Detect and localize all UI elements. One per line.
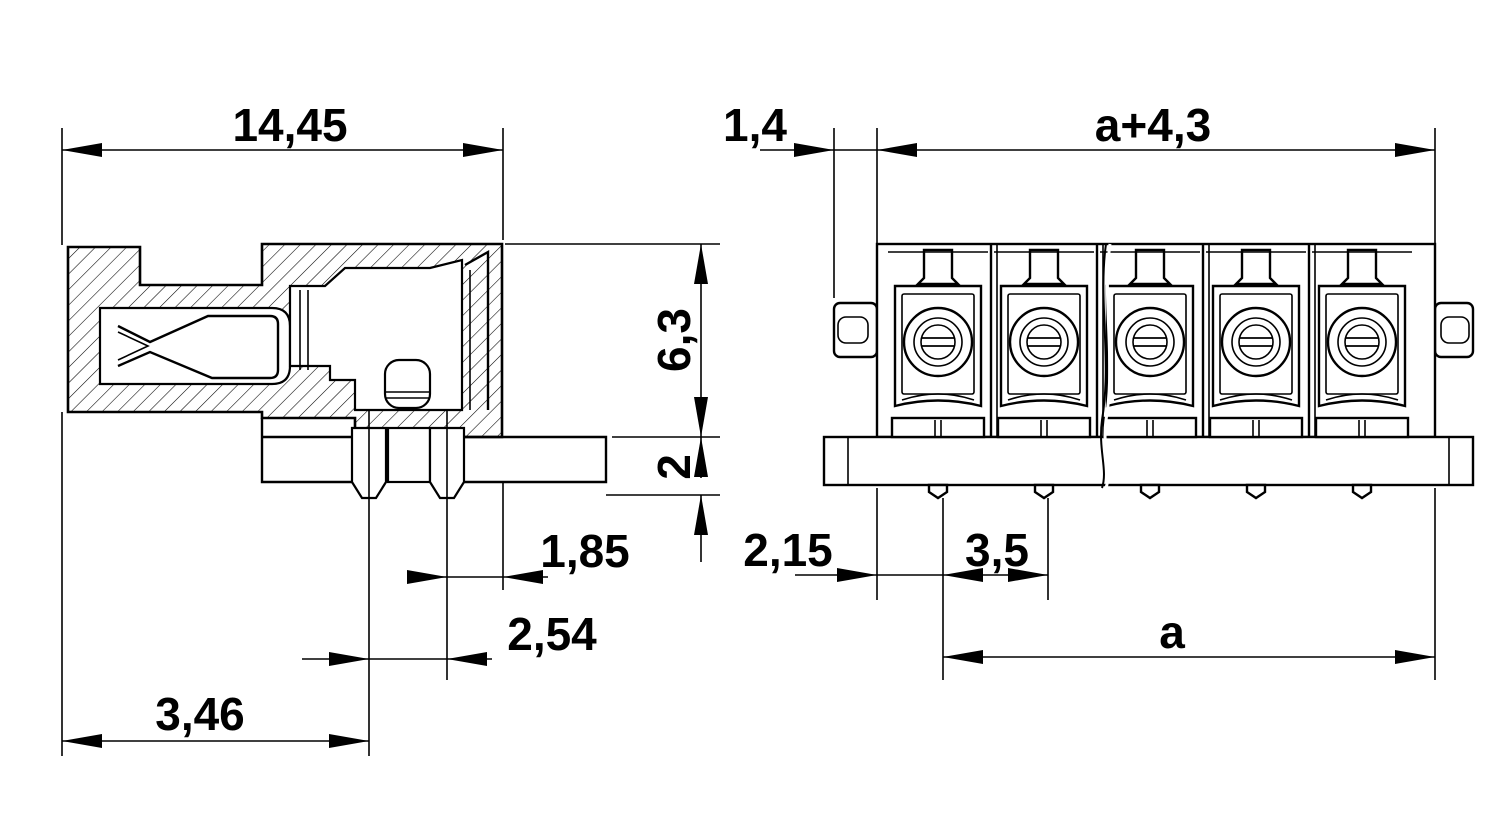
front-pin bbox=[1139, 483, 1161, 500]
clamp-foot bbox=[1314, 416, 1410, 439]
dim-height-base: 2 bbox=[648, 454, 700, 480]
release-tab bbox=[1233, 248, 1279, 286]
dim-height-body: 6,3 bbox=[648, 308, 700, 372]
dim-side-width: 14,45 bbox=[232, 99, 347, 151]
release-tab bbox=[1339, 248, 1385, 286]
mounting-lug-right-hole bbox=[1440, 316, 1470, 344]
mounting-lug-left-hole bbox=[837, 316, 869, 344]
dim-first-pin-offset: 2,15 bbox=[743, 524, 833, 576]
side-base-strip bbox=[260, 418, 608, 484]
clamp-foot bbox=[1208, 416, 1304, 439]
front-pin bbox=[1245, 483, 1267, 500]
dim-pin-pitch-side: 2,54 bbox=[507, 608, 597, 660]
break-line bbox=[1100, 243, 1107, 489]
dim-pitch: 3,5 bbox=[965, 524, 1029, 576]
side-cavity bbox=[98, 306, 292, 386]
release-tab bbox=[1021, 248, 1067, 286]
side-latch bbox=[383, 358, 432, 410]
clamp-foot bbox=[1102, 416, 1198, 439]
front-dimensions bbox=[760, 128, 1436, 680]
dim-span: a bbox=[1159, 606, 1185, 658]
clamp-foot bbox=[890, 416, 986, 439]
front-pin bbox=[927, 483, 949, 500]
release-tab bbox=[915, 248, 961, 286]
side-view bbox=[66, 242, 608, 756]
front-pin bbox=[1351, 483, 1373, 500]
dim-total-width: a+4,3 bbox=[1095, 99, 1211, 151]
dimension-labels: 14,45 6,3 2 1,85 2,54 3,46 1,4 a+4,3 2,1… bbox=[155, 99, 1211, 740]
side-dimensions bbox=[61, 128, 720, 756]
spring-contact bbox=[117, 314, 280, 380]
front-view bbox=[822, 242, 1475, 500]
clamp-foot bbox=[996, 416, 1092, 439]
release-tab bbox=[1127, 248, 1173, 286]
mounting-lug-left bbox=[832, 301, 879, 359]
front-base-strip bbox=[822, 435, 1475, 487]
dim-margin-left: 1,4 bbox=[723, 99, 787, 151]
dim-pin-offset: 1,85 bbox=[540, 525, 630, 577]
front-pin bbox=[1033, 483, 1055, 500]
dim-pin-to-edge: 3,46 bbox=[155, 688, 245, 740]
